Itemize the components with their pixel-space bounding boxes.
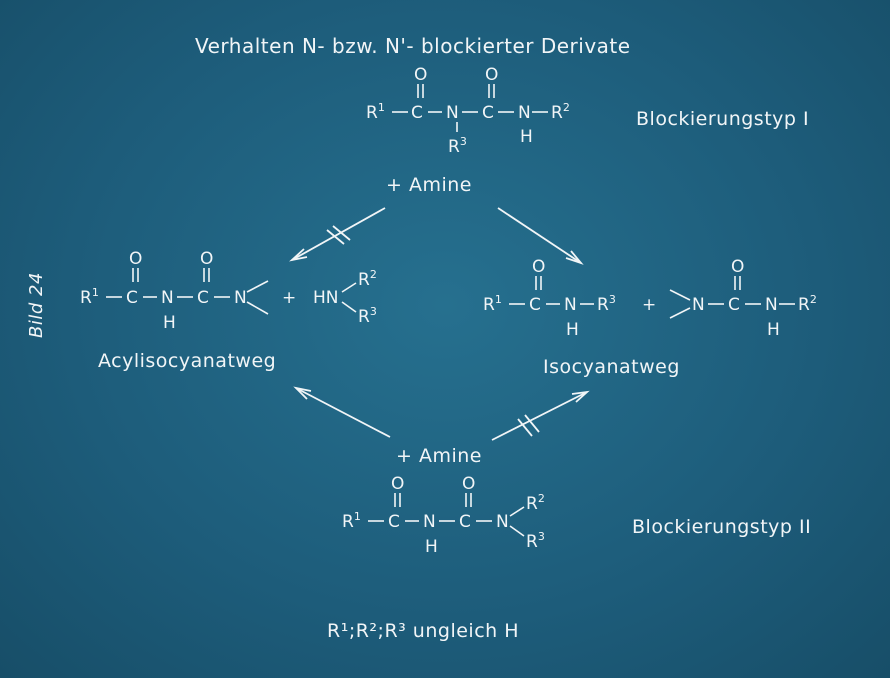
svg-text:O: O xyxy=(532,257,545,277)
svg-text:O: O xyxy=(129,249,142,269)
svg-text:R2: R2 xyxy=(551,101,570,123)
svg-text:H: H xyxy=(425,537,438,557)
arrow-bottom-left xyxy=(293,386,391,438)
svg-text:N: N xyxy=(564,295,577,315)
acylisocyanate-path-label: Acylisocyanatweg xyxy=(98,350,277,372)
svg-text:HN: HN xyxy=(313,288,339,308)
svg-text:N: N xyxy=(423,512,436,532)
arrow-bottom-right-blocked xyxy=(491,390,590,441)
svg-text:C: C xyxy=(529,295,541,315)
svg-text:R1: R1 xyxy=(80,286,99,308)
amine-bottom-label: + Amine xyxy=(396,445,482,467)
svg-text:+: + xyxy=(642,295,656,315)
svg-text:N: N xyxy=(765,295,778,315)
svg-text:C: C xyxy=(388,512,400,532)
svg-text:H: H xyxy=(163,313,176,333)
arrow-top-right xyxy=(497,207,584,265)
svg-text:C: C xyxy=(411,103,423,123)
svg-text:N: N xyxy=(496,512,509,532)
amine-top-label: + Amine xyxy=(386,174,472,196)
svg-text:O: O xyxy=(414,65,427,85)
svg-text:R3: R3 xyxy=(448,135,467,157)
svg-text:C: C xyxy=(482,103,494,123)
slide-title: Verhalten N- bzw. N'- blockierter Deriva… xyxy=(195,34,631,58)
svg-text:O: O xyxy=(200,249,213,269)
svg-text:O: O xyxy=(462,474,475,494)
svg-text:R2: R2 xyxy=(526,492,545,514)
svg-text:C: C xyxy=(197,288,209,308)
svg-text:R3: R3 xyxy=(526,530,545,552)
svg-text:O: O xyxy=(731,257,744,277)
svg-text:N: N xyxy=(234,288,247,308)
isocyanate-path-label: Isocyanatweg xyxy=(543,356,680,378)
svg-text:H: H xyxy=(566,320,579,340)
svg-text:N: N xyxy=(446,103,459,123)
structure-type-1: R1 C O N R3 C O N H R2 xyxy=(366,65,570,157)
svg-text:R3: R3 xyxy=(597,293,616,315)
svg-text:R1: R1 xyxy=(483,293,502,315)
blocking-type-1-label: Blockierungstyp I xyxy=(636,108,810,130)
svg-text:R2: R2 xyxy=(798,293,817,315)
acylisocyanate-product: R1 C O N H C O N + HN R2 R3 xyxy=(80,249,377,333)
svg-text:R1: R1 xyxy=(366,101,385,123)
structure-type-2: R1 C O N H C O N R2 R3 xyxy=(342,474,545,557)
isocyanate-product: R1 C O N H R3 + N C O N H R2 xyxy=(483,257,817,340)
svg-text:H: H xyxy=(767,320,780,340)
svg-text:R3: R3 xyxy=(358,305,377,327)
arrow-top-left-blocked xyxy=(289,207,386,262)
svg-text:R1: R1 xyxy=(342,510,361,532)
svg-text:C: C xyxy=(126,288,138,308)
svg-text:N: N xyxy=(692,295,705,315)
blocking-type-2-label: Blockierungstyp II xyxy=(632,516,812,538)
svg-text:N: N xyxy=(518,103,531,123)
svg-text:R2: R2 xyxy=(358,268,377,290)
svg-text:O: O xyxy=(391,474,404,494)
svg-text:O: O xyxy=(485,65,498,85)
svg-text:C: C xyxy=(459,512,471,532)
svg-text:H: H xyxy=(520,127,533,147)
svg-text:+: + xyxy=(282,288,296,308)
svg-text:N: N xyxy=(161,288,174,308)
substituent-footnote: R¹;R²;R³ ungleich H xyxy=(327,620,520,642)
svg-text:C: C xyxy=(728,295,740,315)
